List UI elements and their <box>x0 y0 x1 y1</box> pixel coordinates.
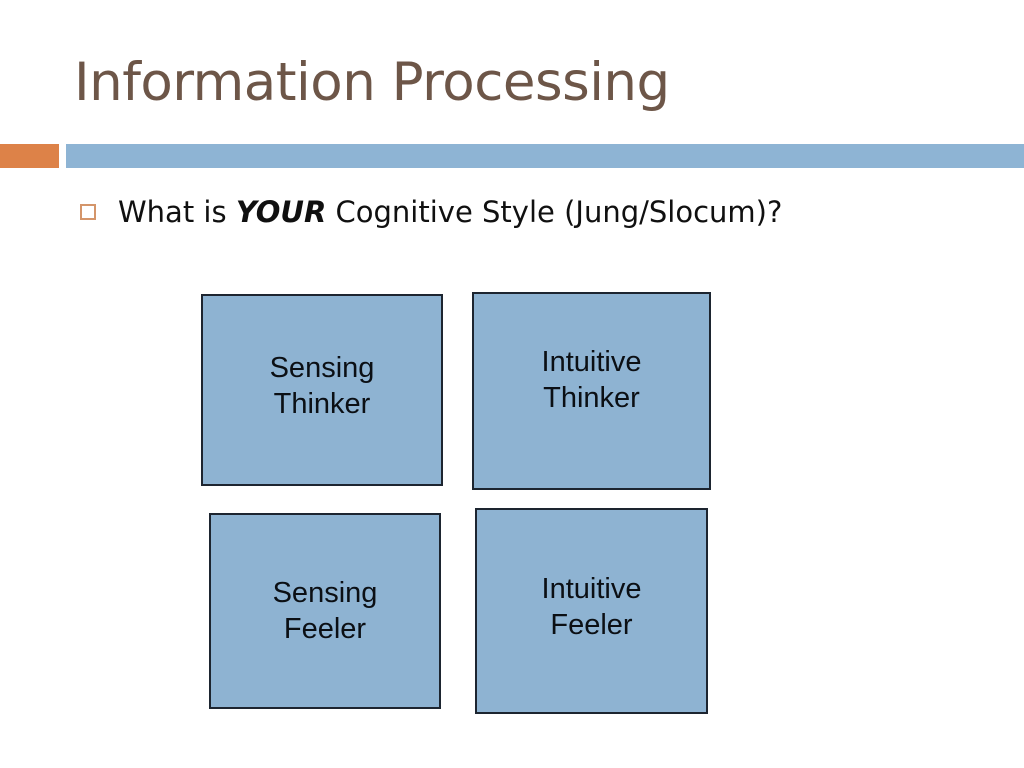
matrix-cell-label: Sensing Thinker <box>269 352 375 420</box>
hollow-square-bullet-icon <box>80 204 96 220</box>
matrix-cell-intuitive-thinker[interactable]: Intuitive Thinker <box>472 292 711 490</box>
matrix-cell-intuitive-feeler[interactable]: Intuitive Feeler <box>475 508 708 714</box>
title-divider-accent-bar <box>0 144 59 168</box>
bullet-text-before: What is <box>118 195 236 229</box>
page-title: Information Processing <box>74 52 670 113</box>
bullet-text-after: Cognitive Style (Jung/Slocum)? <box>326 195 783 229</box>
matrix-cell-label: Intuitive Thinker <box>541 346 642 414</box>
title-divider-bar <box>66 144 1024 168</box>
bullet-item-label: What is YOUR Cognitive Style (Jung/Slocu… <box>118 194 782 230</box>
bullet-list-item: What is YOUR Cognitive Style (Jung/Slocu… <box>80 190 980 234</box>
matrix-cell-sensing-thinker[interactable]: Sensing Thinker <box>201 294 443 486</box>
matrix-cell-label: Sensing Feeler <box>272 577 378 645</box>
bullet-text-emphasis: YOUR <box>235 195 327 229</box>
matrix-cell-sensing-feeler[interactable]: Sensing Feeler <box>209 513 441 709</box>
matrix-cell-label: Intuitive Feeler <box>541 573 642 641</box>
